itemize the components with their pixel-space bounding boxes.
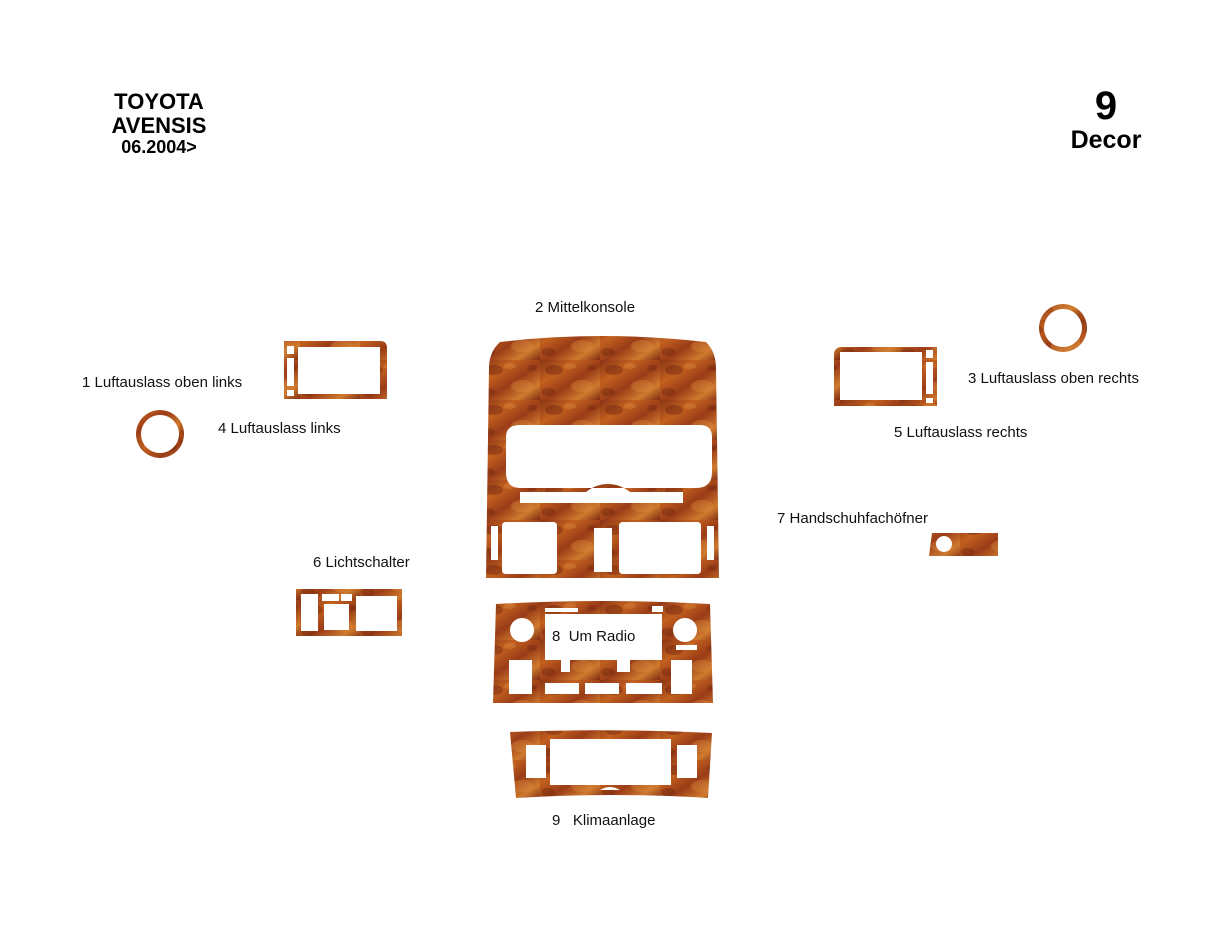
piece-count: 9 Decor xyxy=(1056,86,1156,154)
vehicle-make: TOYOTA xyxy=(114,89,204,114)
label-part-7-name: Handschuhfachöfner xyxy=(789,510,928,527)
label-part-7: 7 Handschuhfachöfner xyxy=(777,510,928,527)
part-9-climate-control xyxy=(510,730,712,798)
label-part-4: 4 Luftauslass links xyxy=(218,420,341,437)
label-part-4-name: Luftauslass links xyxy=(230,420,341,437)
label-part-4-number: 4 xyxy=(218,420,227,437)
piece-count-number: 9 xyxy=(1094,84,1118,128)
label-part-3-name: Luftauslass oben rechts xyxy=(980,370,1139,387)
label-part-1: 1 Luftauslass oben links xyxy=(82,374,242,391)
label-part-3: 3 Luftauslass oben rechts xyxy=(968,370,1139,387)
label-part-6-number: 6 xyxy=(313,554,322,571)
label-part-6: 6 Lichtschalter xyxy=(313,554,410,571)
vehicle-model: AVENSIS xyxy=(111,113,207,138)
part-2-center-console xyxy=(486,336,719,578)
piece-count-label: Decor xyxy=(1070,126,1142,154)
part-5-air-vent-right xyxy=(834,347,937,406)
label-part-5: 5 Luftauslass rechts xyxy=(894,424,1027,441)
label-part-5-number: 5 xyxy=(894,424,903,441)
label-part-9: 9 Klimaanlage xyxy=(552,812,655,829)
label-part-6-name: Lichtschalter xyxy=(325,554,410,571)
part-4-air-vent-left xyxy=(136,410,185,458)
part-8-radio-surround xyxy=(493,601,713,703)
part-6-light-switch xyxy=(296,589,402,636)
part-3-air-vent-upper-right xyxy=(1039,304,1088,352)
part-7-glovebox-opener xyxy=(929,533,998,556)
label-part-2-name: Mittelkonsole xyxy=(547,299,636,316)
label-part-5-name: Luftauslass rechts xyxy=(906,424,1028,441)
vehicle-year: 06.2004> xyxy=(121,137,197,157)
label-part-7-number: 7 xyxy=(777,510,786,527)
label-part-2: 2 Mittelkonsole xyxy=(535,299,635,316)
label-part-9-name: Klimaanlage xyxy=(572,812,656,829)
part-1-air-vent-upper-left xyxy=(284,341,387,399)
label-part-8-name: Um Radio xyxy=(568,628,636,645)
label-part-3-number: 3 xyxy=(968,370,977,387)
label-part-1-name: Luftauslass oben links xyxy=(94,374,243,391)
label-part-1-number: 1 xyxy=(82,374,91,391)
label-part-8-number: 8 xyxy=(552,628,561,645)
vehicle-title: TOYOTA AVENSIS 06.2004> xyxy=(100,89,218,157)
label-part-2-number: 2 xyxy=(535,299,544,316)
label-part-9-number: 9 xyxy=(552,812,561,829)
label-part-8: 8 Um Radio xyxy=(552,628,635,645)
